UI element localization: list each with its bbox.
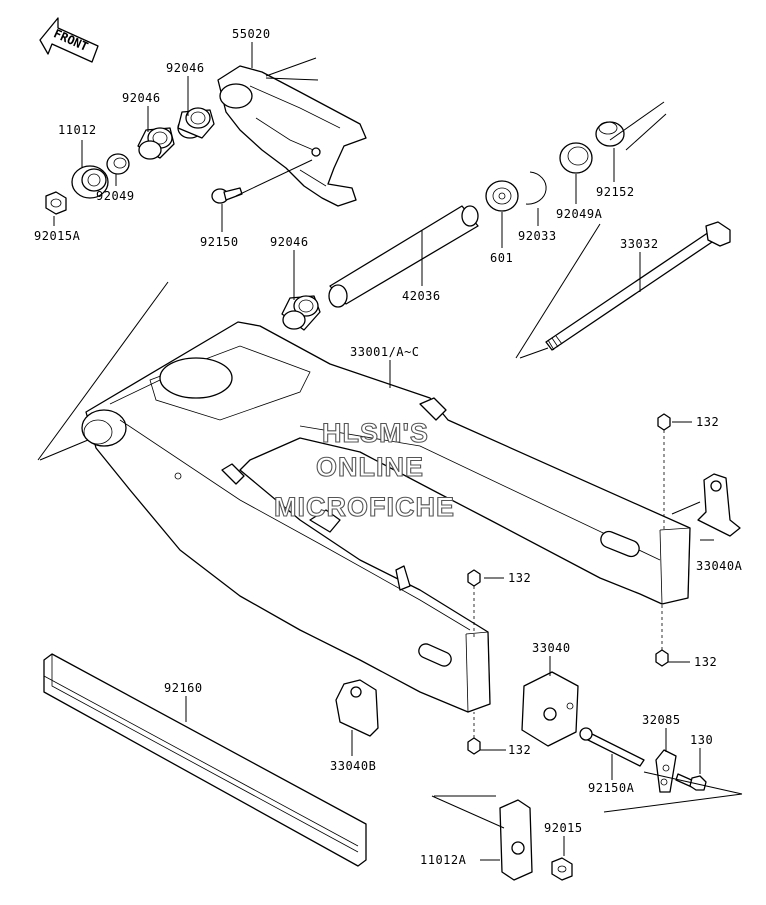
part-label-92046-mid[interactable]: 92046	[122, 91, 161, 105]
front-arrow-icon: FRONT	[39, 17, 99, 63]
bolt-132-lower-right[interactable]	[655, 604, 669, 667]
needle-bearing-92046-lower[interactable]	[137, 127, 175, 160]
part-label-92049A[interactable]: 92049A	[556, 207, 603, 221]
part-label-33040[interactable]: 33040	[532, 641, 571, 655]
slider-11012A[interactable]	[499, 799, 533, 881]
part-label-33040A[interactable]: 33040A	[696, 559, 743, 573]
swingarm-33001[interactable]	[81, 321, 691, 713]
part-label-132-upper-left[interactable]: 132	[508, 571, 531, 585]
part-label-92150[interactable]: 92150	[200, 235, 239, 249]
part-label-32085[interactable]: 32085	[642, 713, 681, 727]
part-label-92150A[interactable]: 92150A	[588, 781, 635, 795]
part-label-42036[interactable]: 42036	[402, 289, 441, 303]
chain-guide-part[interactable]	[217, 65, 367, 207]
ball-bearing-601[interactable]	[485, 180, 519, 212]
needle-bearing-92046-upper[interactable]	[177, 107, 215, 139]
part-label-130[interactable]: 130	[690, 733, 713, 747]
part-label-92049[interactable]: 92049	[96, 189, 135, 203]
watermark-line-3: MICROFICHE	[274, 492, 455, 522]
nut-92015[interactable]	[551, 857, 573, 881]
bracket-33040B[interactable]	[335, 679, 379, 737]
part-label-11012A[interactable]: 11012A	[420, 853, 467, 867]
part-label-55020[interactable]: 55020	[232, 27, 271, 41]
part-label-92015[interactable]: 92015	[544, 821, 583, 835]
bolt-92150A[interactable]	[579, 727, 645, 767]
part-label-33040B[interactable]: 33040B	[330, 759, 376, 773]
watermark-line-1: HLSM'S	[322, 418, 429, 448]
bolt-130[interactable]	[675, 773, 707, 791]
bolt-132-lower-left[interactable]	[467, 712, 481, 755]
oil-seal-11012[interactable]	[71, 165, 109, 199]
plate-32085[interactable]	[655, 749, 677, 793]
part-label-132-lower-right[interactable]: 132	[694, 655, 717, 669]
part-label-132-lower-left[interactable]: 132	[508, 743, 531, 757]
assembly-guide-lines	[37, 57, 743, 829]
part-label-33032[interactable]: 33032	[620, 237, 659, 251]
part-label-601[interactable]: 601	[490, 251, 513, 265]
bolt-132-upper-right[interactable]	[657, 413, 671, 532]
bolt-132-upper-left[interactable]	[467, 569, 481, 640]
part-label-11012[interactable]: 11012	[58, 123, 97, 137]
part-label-92160[interactable]: 92160	[164, 681, 203, 695]
bolt-92150[interactable]	[211, 187, 243, 204]
circlip-92033[interactable]	[525, 171, 547, 205]
nut-92015A[interactable]	[45, 191, 67, 215]
part-label-92046-top[interactable]: 92046	[166, 61, 205, 75]
part-labels: 55020 92046 92046 11012 92049 92015A 921…	[34, 27, 743, 867]
part-label-92033[interactable]: 92033	[518, 229, 557, 243]
part-label-132-upper-right[interactable]: 132	[696, 415, 719, 429]
leader-lines	[53, 42, 714, 861]
collar-92049A[interactable]	[559, 142, 593, 174]
part-label-92015A[interactable]: 92015A	[34, 229, 81, 243]
part-label-33001[interactable]: 33001/A~C	[350, 345, 420, 359]
chain-slipper-92160[interactable]	[43, 653, 367, 867]
pivot-sleeve-42036[interactable]	[328, 205, 479, 308]
cap-92152[interactable]	[595, 121, 625, 147]
collar-92049[interactable]	[106, 153, 130, 175]
watermark-line-2: ONLINE	[316, 452, 424, 482]
adjuster-block-33040[interactable]	[521, 671, 579, 747]
part-label-92046-pivot[interactable]: 92046	[270, 235, 309, 249]
needle-bearing-92046-pivot[interactable]	[281, 295, 321, 331]
bracket-33040A[interactable]	[697, 473, 741, 537]
part-label-92152[interactable]: 92152	[596, 185, 635, 199]
pivot-shaft-33032[interactable]	[545, 221, 731, 351]
watermark: HLSM'S ONLINE MICROFICHE	[273, 417, 455, 522]
